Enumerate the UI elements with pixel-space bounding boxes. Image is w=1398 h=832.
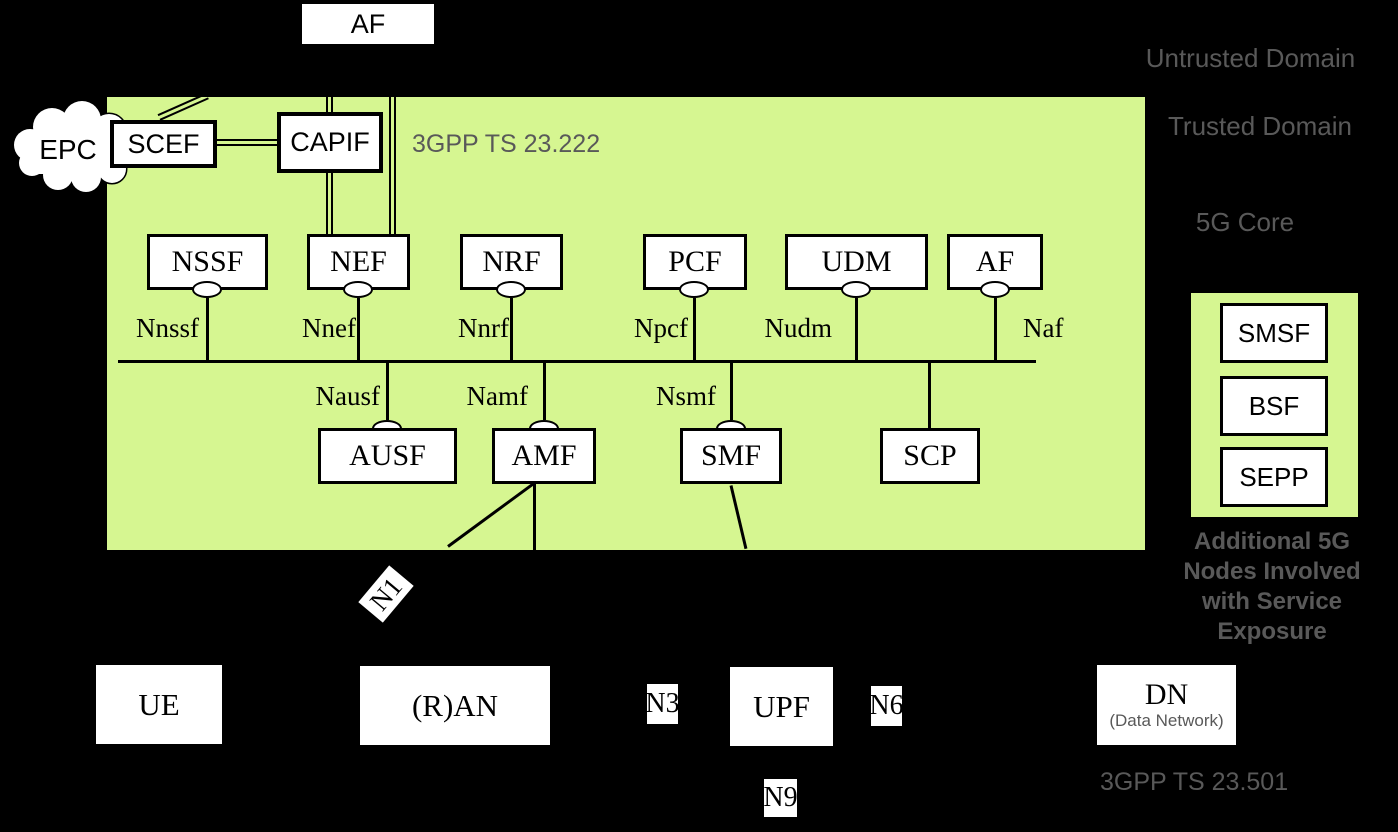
capif-node: CAPIF <box>277 112 383 173</box>
smsf-node: SMSF <box>1220 303 1328 363</box>
n3-reference-label: N3 <box>645 684 680 724</box>
additional-panel-caption: Additional 5G Nodes Involved with Servic… <box>1178 527 1366 647</box>
upf-node: UPF <box>730 667 833 746</box>
nnef-label: Nnef <box>302 313 356 343</box>
ue-node: UE <box>96 665 222 744</box>
nssf-port-ellipse <box>192 281 222 298</box>
nrf-port-ellipse <box>496 281 526 298</box>
n6-reference-label: N6 <box>869 686 904 726</box>
ausf-bus-line <box>386 362 389 420</box>
naf-label: Naf <box>1023 313 1064 343</box>
n1-reference-label: N1 <box>358 565 414 623</box>
nudm-label: Nudm <box>764 313 833 343</box>
caption-line-4: Exposure <box>1217 618 1327 645</box>
pcf-node: PCF <box>643 234 747 290</box>
nnssf-label: Nnssf <box>135 313 199 343</box>
dn-label: DN <box>1144 678 1189 711</box>
nnrf-label: Nnrf <box>458 313 509 343</box>
caption-line-3: with Service <box>1201 588 1343 615</box>
bsf-node: BSF <box>1220 376 1328 436</box>
smf-node: SMF <box>680 428 782 484</box>
amf-bus-line <box>543 362 546 420</box>
caption-line-2: Nodes Involved <box>1183 558 1361 585</box>
scp-node: SCP <box>880 428 980 484</box>
scp-bus-line <box>928 362 931 428</box>
pcf-port-ellipse <box>679 281 709 298</box>
scef-node: SCEF <box>110 120 217 168</box>
ran-node: (R)AN <box>360 666 550 745</box>
nsmf-label: Nsmf <box>656 381 716 411</box>
af-external-node: AF <box>302 4 434 44</box>
udm-port-ellipse <box>841 281 871 298</box>
core-domain-label: 5G Core <box>1195 207 1295 237</box>
af-bus-line <box>994 298 997 362</box>
n9-reference-label: N9 <box>763 779 798 817</box>
amf-node: AMF <box>492 428 596 484</box>
smf-bus-line <box>730 362 733 420</box>
sbi-bus-line <box>118 360 1036 363</box>
af-port-ellipse <box>980 281 1010 298</box>
dn-sublabel: (Data Network) <box>1109 711 1224 730</box>
udm-node: UDM <box>785 234 928 290</box>
capif-nef-link <box>326 173 333 234</box>
nef-bus-line <box>357 298 360 362</box>
pcf-bus-line <box>693 298 696 362</box>
nrf-bus-line <box>510 298 513 362</box>
namf-label: Namf <box>466 381 528 411</box>
sepp-node: SEPP <box>1220 447 1328 507</box>
core-spec-label: 3GPP TS 23.501 <box>1100 768 1289 796</box>
capif-spec-label: 3GPP TS 23.222 <box>412 130 601 158</box>
npcf-label: Npcf <box>634 313 688 343</box>
epc-label: EPC <box>39 134 97 165</box>
nef-port-ellipse <box>343 281 373 298</box>
nssf-bus-line <box>206 298 209 362</box>
nausf-label: Nausf <box>315 381 380 411</box>
nef-node: NEF <box>307 234 410 290</box>
amf-n2-line <box>533 484 536 550</box>
caption-line-1: Additional 5G <box>1194 528 1350 555</box>
af-nef-link <box>389 97 396 234</box>
udm-bus-line <box>855 298 858 362</box>
untrusted-domain-label: Untrusted Domain <box>1145 43 1356 73</box>
af-capif-link-upper <box>326 97 333 114</box>
scef-capif-link <box>217 139 277 146</box>
dn-node: DN (Data Network) <box>1097 665 1236 745</box>
trusted-domain-label: Trusted Domain <box>1168 111 1352 141</box>
ausf-node: AUSF <box>318 428 457 484</box>
